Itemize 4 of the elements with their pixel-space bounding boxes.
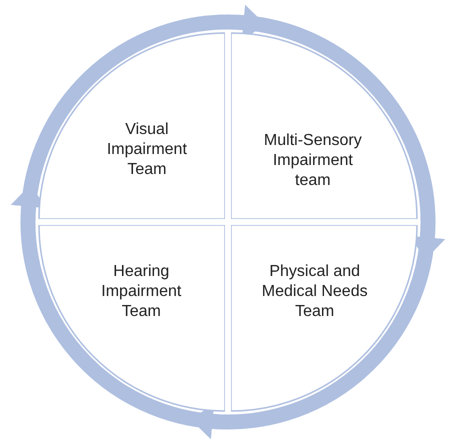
team-label: Physical and Medical Needs Team: [260, 262, 369, 322]
team-label: Visual Impairment Team: [106, 120, 188, 180]
team-label: Multi-Sensory Impairment team: [262, 131, 363, 192]
team-label: Hearing Impairment Team: [100, 262, 182, 322]
